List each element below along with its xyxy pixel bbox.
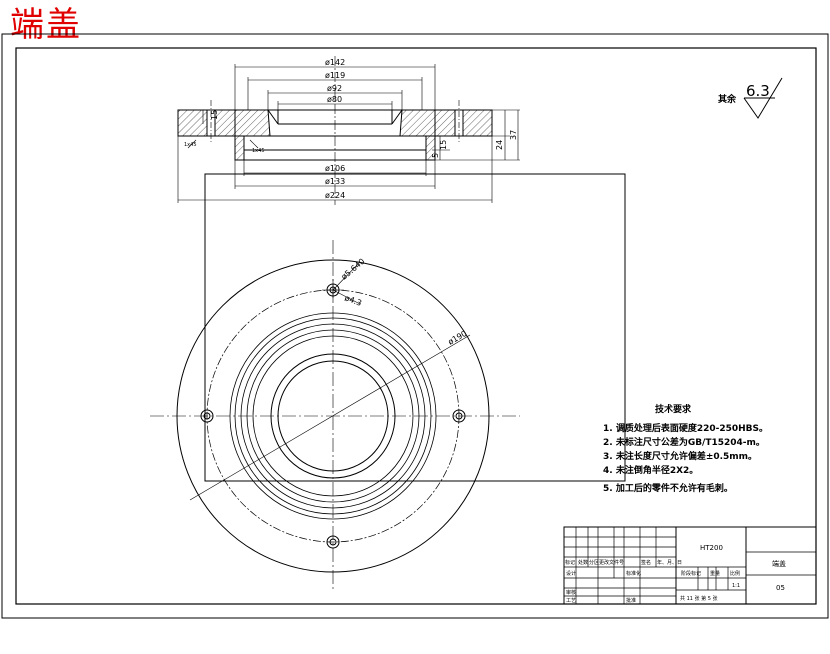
plan-view	[150, 240, 520, 592]
tb-label-zone: 分区	[589, 559, 599, 566]
notes-heading: 技术要求	[655, 403, 692, 415]
dim-h5: 5	[431, 153, 440, 158]
dim-pcd: ø190	[447, 329, 469, 347]
tb-label-design: 设计	[566, 570, 576, 577]
tb-part-name: 端盖	[772, 559, 786, 568]
tb-scale: 1:1	[732, 583, 740, 589]
tb-label-sign: 签名	[641, 559, 651, 566]
tb-label-stage: 阶段标记	[681, 570, 701, 577]
roughness-label: 其余	[718, 93, 737, 105]
tb-label-check: 审核	[566, 589, 576, 596]
outer-frame	[1, 33, 829, 619]
dim-d106: ø106	[325, 164, 345, 173]
dim-d92: ø92	[327, 84, 342, 93]
note-4: 4. 未注倒角半径2X2。	[603, 464, 698, 476]
tb-label-change: 更改文件号	[599, 559, 624, 566]
dim-h15: 15	[210, 110, 219, 120]
dim-d142: ø142	[325, 58, 345, 67]
tb-label-ratio: 比例	[730, 570, 740, 577]
note-3: 3. 未注长度尺寸允许偏差±0.5mm。	[603, 450, 757, 462]
tb-material: HT200	[700, 544, 723, 552]
roughness-symbol	[743, 77, 783, 119]
tb-sheet: 共 11 张 第 5 张	[680, 595, 718, 602]
dim-chamfer-2: 1x45	[252, 148, 265, 154]
dim-h15b: 15	[439, 140, 448, 150]
tb-label-date: 年、月、日	[657, 559, 682, 566]
roughness-value: 6.3	[746, 82, 770, 100]
tb-label-weight: 重量	[710, 570, 720, 577]
tb-label-process: 工艺	[566, 598, 576, 604]
section-view	[177, 56, 520, 205]
note-2: 2. 未标注尺寸公差为GB/T15204-m。	[603, 436, 765, 448]
dim-d119: ø119	[325, 71, 345, 80]
drawing-title: 端盖	[10, 5, 82, 45]
title-block	[563, 526, 817, 605]
tb-drawing-no: 05	[776, 584, 785, 592]
dim-d133: ø133	[325, 177, 345, 186]
dim-hole-small: ø4.3	[343, 293, 363, 307]
tb-label-mark: 标记	[565, 559, 575, 566]
dim-d224: ø224	[325, 191, 345, 200]
note-1: 1. 调质处理后表面硬度220-250HBS。	[603, 422, 768, 434]
dim-d80: ø80	[327, 95, 342, 104]
projection-box	[204, 173, 626, 482]
inner-frame	[15, 47, 817, 605]
tb-label-standard: 标准化	[626, 570, 641, 577]
dim-h24: 24	[495, 140, 504, 150]
dim-h37: 37	[509, 130, 518, 140]
tb-label-count: 处数	[578, 559, 588, 566]
note-5: 5. 加工后的零件不允许有毛刺。	[603, 482, 733, 494]
tb-label-approve: 批准	[626, 597, 636, 604]
dim-chamfer-1: 1x45	[184, 142, 197, 148]
